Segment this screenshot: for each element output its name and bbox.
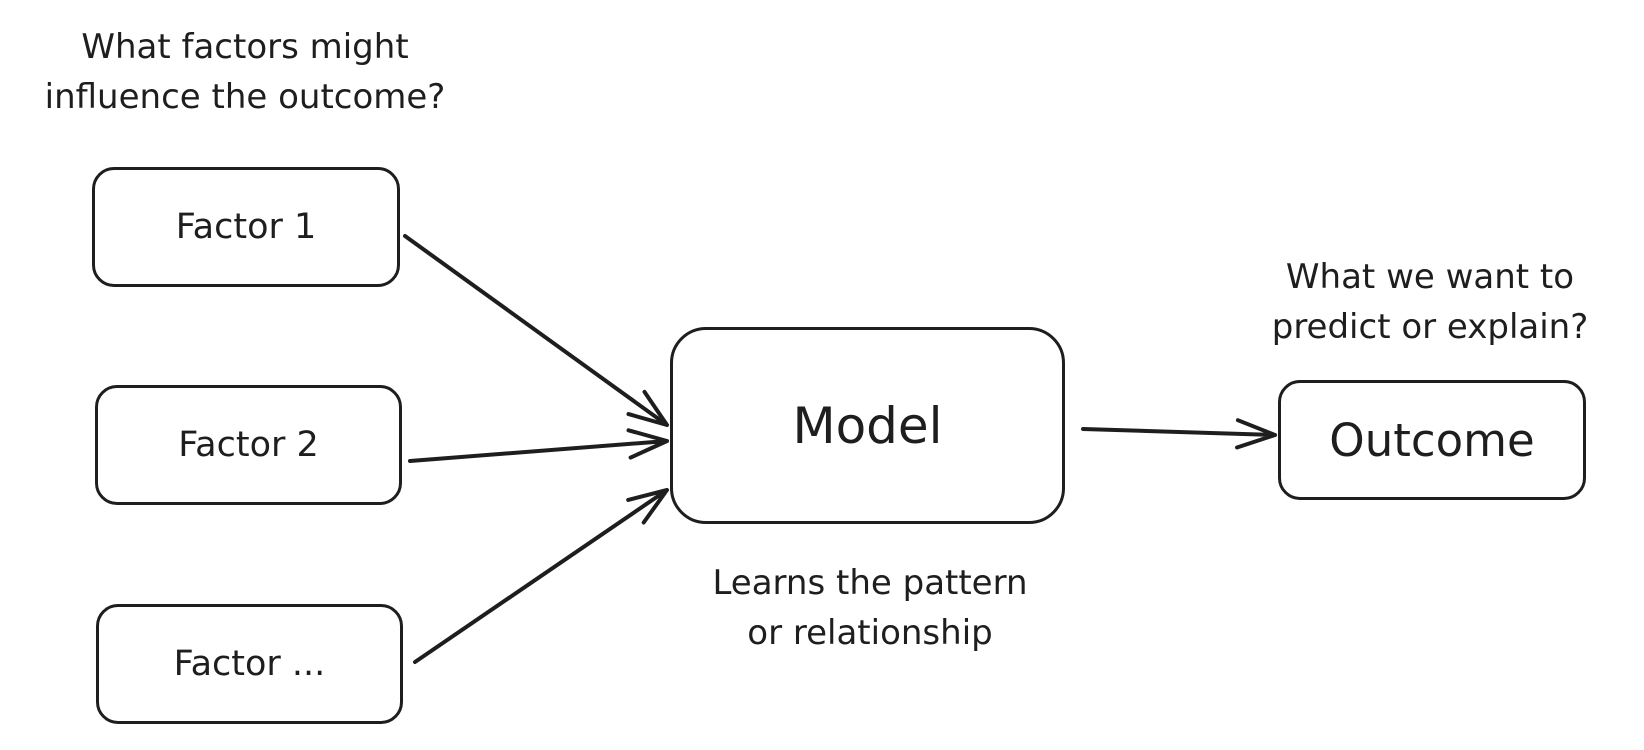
- factor-more-label: Factor ...: [173, 644, 326, 684]
- factors-question: What factors might influence the outcome…: [10, 22, 480, 122]
- model-caption-line-2: or relationship: [747, 613, 993, 653]
- model-box[interactable]: Model: [670, 327, 1065, 524]
- factor-1-box[interactable]: Factor 1: [92, 167, 400, 287]
- outcome-label: Outcome: [1329, 413, 1535, 467]
- outcome-question-line-2: predict or explain?: [1271, 307, 1589, 347]
- arrow-factor-more-to-model: [413, 488, 669, 664]
- model-label: Model: [792, 396, 943, 455]
- factor-more-box[interactable]: Factor ...: [96, 604, 403, 724]
- arrow-factor-2-to-model: [408, 428, 669, 463]
- arrow-factor-1-to-model: [403, 234, 669, 427]
- model-caption: Learns the pattern or relationship: [655, 558, 1085, 658]
- factors-question-line-1: What factors might: [81, 27, 409, 67]
- factor-2-box[interactable]: Factor 2: [95, 385, 402, 505]
- factor-1-label: Factor 1: [175, 207, 317, 247]
- model-caption-line-1: Learns the pattern: [712, 563, 1028, 603]
- arrow-model-to-outcome: [1081, 418, 1277, 450]
- outcome-question-line-1: What we want to: [1285, 257, 1575, 297]
- outcome-box[interactable]: Outcome: [1278, 380, 1586, 500]
- outcome-question: What we want to predict or explain?: [1225, 252, 1635, 352]
- factor-2-label: Factor 2: [178, 425, 319, 465]
- factors-question-line-2: influence the outcome?: [44, 77, 446, 117]
